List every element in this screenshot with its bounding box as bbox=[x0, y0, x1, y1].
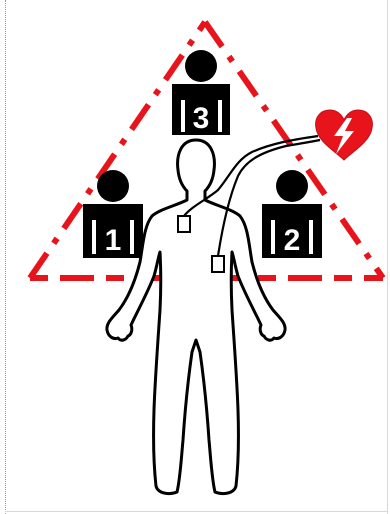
rescuer-2-number: 2 bbox=[284, 224, 301, 257]
rescuer-3-arm-gap-left bbox=[181, 100, 185, 132]
rescuer-3-head bbox=[185, 50, 217, 82]
rescuer-2: 2 bbox=[262, 170, 322, 258]
rescuer-3-arm-gap-right bbox=[218, 100, 222, 132]
rescuer-2-arm-gap-left bbox=[271, 220, 275, 254]
electrode-pad-icon bbox=[178, 216, 190, 232]
rescuer-1: 1 bbox=[83, 170, 143, 258]
electrode-pad-icon bbox=[212, 256, 224, 272]
rescuer-2-arm-gap-right bbox=[309, 220, 313, 254]
rescuer-3-number: 3 bbox=[193, 102, 210, 135]
rescuer-2-head bbox=[276, 170, 308, 202]
aed-heart-icon bbox=[316, 110, 373, 160]
rescuer-1-arm-gap-left bbox=[92, 220, 96, 254]
rescuer-1-head bbox=[97, 170, 129, 202]
patient-body-outline bbox=[107, 140, 285, 494]
rescuer-1-arm-gap-right bbox=[130, 220, 134, 254]
rescuer-1-number: 1 bbox=[105, 224, 122, 257]
